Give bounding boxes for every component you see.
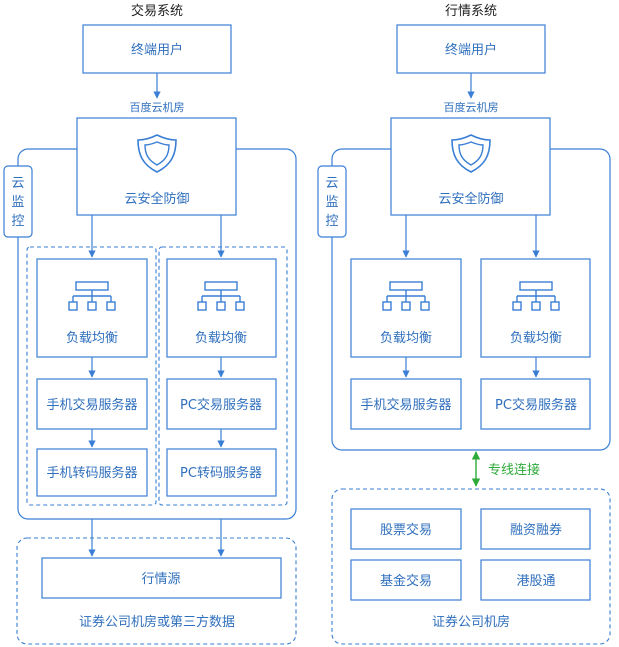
right-margin-trade-box	[480, 508, 591, 550]
right-pc-lb-box	[480, 258, 591, 358]
right-fund-trade-label: 基金交易	[380, 573, 432, 589]
right-fund-trade-box	[350, 559, 462, 601]
right-pc-trade-box	[480, 378, 591, 430]
right-bottom-label: 证券公司机房	[432, 614, 510, 630]
left-quote-source-label: 行情源	[141, 572, 180, 587]
right-monitor-char-3: 控	[325, 214, 338, 229]
right-pc-lb-label: 负载均衡	[510, 331, 562, 346]
right-defense-label: 云安全防御	[438, 191, 503, 207]
right-monitor-char-2: 监	[325, 195, 338, 210]
left-mobile-trade-box	[36, 378, 148, 430]
left-monitor-char-3: 控	[11, 214, 24, 229]
left-pc-lb-box	[166, 258, 277, 358]
left-pc-trade-label: PC交易服务器	[180, 397, 262, 413]
left-cloud-room-label: 百度云机房	[130, 100, 185, 114]
right-dedicated-link-label: 专线连接	[488, 462, 540, 478]
right-title: 行情系统	[445, 4, 497, 19]
right-mobile-lb-box	[350, 258, 462, 358]
left-end-user-label: 终端用户	[131, 42, 183, 58]
left-pc-group	[158, 246, 288, 506]
right-defense-box	[390, 117, 551, 216]
left-quote-source-box	[41, 557, 282, 599]
right-monitor-char-1: 云	[325, 176, 338, 191]
left-title: 交易系统	[131, 3, 183, 19]
right-mobile-lb-label: 负载均衡	[380, 331, 432, 346]
left-bottom-container	[16, 537, 297, 645]
left-mobile-transcode-box	[36, 448, 148, 497]
right-hk-connect-label: 港股通	[516, 574, 555, 589]
right-hk-connect-box	[480, 559, 591, 601]
left-mobile-lb-box	[36, 258, 148, 358]
left-mobile-transcode-label: 手机转码服务器	[46, 465, 137, 481]
left-bottom-label: 证券公司机房或第三方数据	[79, 614, 235, 630]
left-monitor-char-1: 云	[11, 176, 24, 191]
left-mobile-lb-label: 负载均衡	[66, 331, 118, 346]
right-mobile-trade-label: 手机交易服务器	[360, 397, 451, 413]
left-pc-transcode-box	[166, 448, 277, 497]
left-pc-transcode-label: PC转码服务器	[180, 465, 262, 481]
left-end-user-box	[82, 24, 232, 74]
left-pc-lb-label: 负载均衡	[195, 331, 247, 346]
right-cloud-room-label: 百度云机房	[444, 100, 499, 114]
left-monitor-char-2: 监	[11, 195, 24, 210]
right-margin-trade-label: 融资融券	[510, 522, 562, 538]
left-defense-label: 云安全防御	[124, 191, 189, 207]
right-stock-trade-box	[350, 508, 462, 550]
left-pc-trade-box	[166, 378, 277, 430]
left-mobile-trade-label: 手机交易服务器	[46, 397, 137, 413]
left-mobile-group	[26, 246, 157, 506]
right-pc-trade-label: PC交易服务器	[495, 397, 577, 413]
right-bottom-container	[331, 488, 611, 645]
right-stock-trade-label: 股票交易	[380, 522, 432, 538]
left-monitor-box	[3, 165, 33, 238]
right-mobile-trade-box	[350, 378, 462, 430]
left-defense-box	[76, 117, 237, 216]
right-end-user-box	[396, 24, 546, 74]
right-end-user-label: 终端用户	[445, 42, 497, 58]
right-monitor-box	[317, 165, 347, 238]
